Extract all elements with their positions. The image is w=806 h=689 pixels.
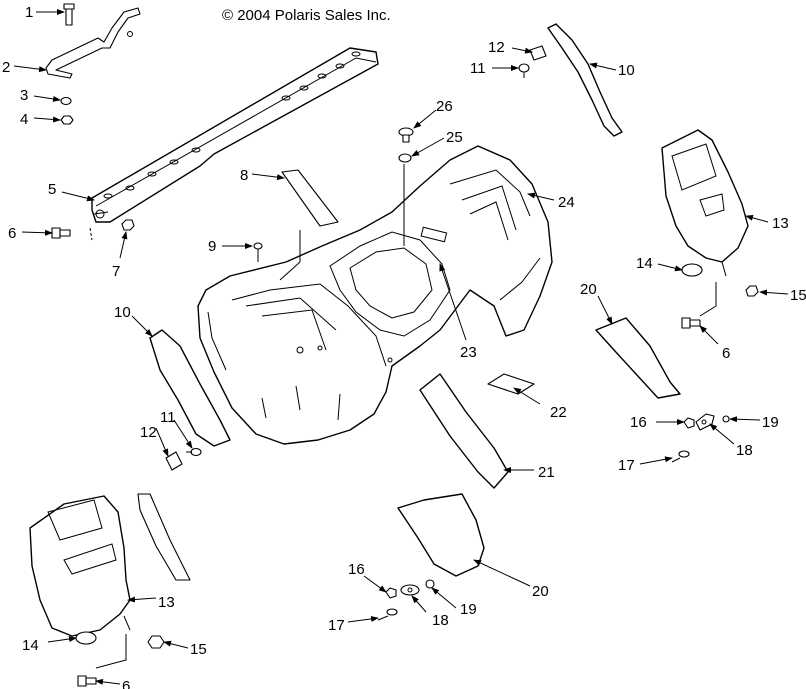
part-1-bolt xyxy=(63,3,75,26)
callout-1: 1 xyxy=(25,4,33,21)
part-3-washer xyxy=(60,96,72,106)
part-14-bumper-left xyxy=(75,631,97,645)
callout-2: 2 xyxy=(2,59,10,76)
copyright-text: © 2004 Polaris Sales Inc. xyxy=(222,7,391,24)
part-18-bracket-lower xyxy=(400,584,420,596)
callout-10-left: 10 xyxy=(114,304,131,321)
main-front-cab xyxy=(197,145,553,445)
part-19-grommet-right xyxy=(722,415,730,423)
part-13-side-panel-right xyxy=(661,129,749,277)
callout-14-right: 14 xyxy=(636,255,653,272)
part-8-panel xyxy=(281,169,339,227)
part-12-clip-top xyxy=(529,45,547,61)
part-7-nut xyxy=(121,219,135,231)
part-5-rack-bar xyxy=(91,47,379,223)
callout-19-right: 19 xyxy=(762,414,779,431)
callout-9: 9 xyxy=(208,238,216,255)
part-10-fender-flare-left xyxy=(149,329,231,447)
callout-6-left: 6 xyxy=(8,225,16,242)
part-25-grommet xyxy=(398,153,412,163)
callout-18-right: 18 xyxy=(736,442,753,459)
callout-23: 23 xyxy=(460,344,477,361)
callout-7: 7 xyxy=(112,263,120,280)
callout-25: 25 xyxy=(446,129,463,146)
callout-10-right: 10 xyxy=(618,62,635,79)
callout-4: 4 xyxy=(20,111,28,128)
callout-labels: 1 2 3 4 5 6 7 8 9 10 12 11 10 26 25 24 1… xyxy=(2,4,806,689)
part-6-bolt-right xyxy=(681,317,701,329)
callout-11-top: 11 xyxy=(470,60,486,77)
part-10-fender-flare-right xyxy=(547,23,623,137)
callout-20-right: 20 xyxy=(580,281,597,298)
part-2-bracket-rod xyxy=(45,7,141,79)
part-9-screw xyxy=(253,242,263,262)
part-20-mud-flap-lower xyxy=(397,493,485,577)
callout-16-right: 16 xyxy=(630,414,647,431)
callout-12-left: 12 xyxy=(140,424,157,441)
part-16-nut-right xyxy=(683,417,695,429)
part-14-bumper-right xyxy=(681,263,703,277)
callout-15-right: 15 xyxy=(790,287,806,304)
callout-19-lower: 19 xyxy=(460,601,477,618)
part-4-nut xyxy=(60,115,74,125)
part-20-mud-flap-right xyxy=(595,317,681,399)
part-26-push-rivet xyxy=(398,127,414,143)
callout-26: 26 xyxy=(436,98,453,115)
part-21-flap xyxy=(419,373,509,489)
leader-lines xyxy=(13,9,789,685)
part-15-nut-left xyxy=(147,635,165,649)
callout-18-lower: 18 xyxy=(432,612,449,629)
part-13-side-panel-left xyxy=(29,493,191,637)
part-22-decal xyxy=(487,373,535,395)
part-6-bolt-bottom xyxy=(77,675,97,687)
callout-12-top: 12 xyxy=(488,39,505,56)
callout-16-lower: 16 xyxy=(348,561,365,578)
callout-13-left: 13 xyxy=(158,594,175,611)
callout-6-bottom: 6 xyxy=(122,678,130,689)
callout-15-left: 15 xyxy=(190,641,207,658)
callout-13-right: 13 xyxy=(772,215,789,232)
part-12-clip-left xyxy=(165,451,183,471)
part-17-screw-lower xyxy=(377,608,398,621)
callout-3: 3 xyxy=(20,87,28,104)
part-16-nut-lower xyxy=(385,587,397,599)
part-15-nut-right xyxy=(745,285,759,297)
part-17-screw-right xyxy=(671,450,690,463)
callout-17-lower: 17 xyxy=(328,617,345,634)
callout-5: 5 xyxy=(48,181,56,198)
callout-8: 8 xyxy=(240,167,248,184)
callout-11-left: 11 xyxy=(160,409,176,426)
part-18-bracket-right xyxy=(695,413,715,431)
part-19-grommet-lower xyxy=(425,579,435,589)
callout-21: 21 xyxy=(538,464,555,481)
part-11-screw-left xyxy=(186,447,202,457)
callout-14-left: 14 xyxy=(22,637,39,654)
part-11-screw-top xyxy=(518,63,530,78)
callout-17-right: 17 xyxy=(618,457,635,474)
part-6-bolt-left xyxy=(51,227,71,239)
callout-22: 22 xyxy=(550,404,567,421)
callout-6-right: 6 xyxy=(722,345,730,362)
callout-24: 24 xyxy=(558,194,575,211)
callout-20-lower: 20 xyxy=(532,583,549,600)
